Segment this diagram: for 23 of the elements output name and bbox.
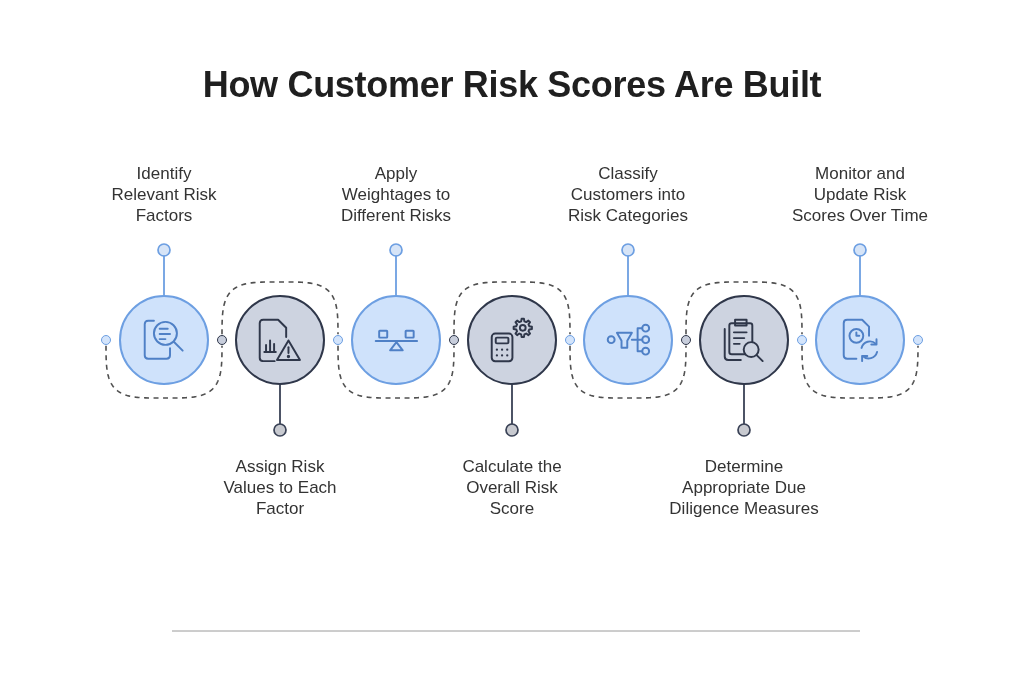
timeline-dot bbox=[217, 335, 227, 345]
step-label: Assign Risk Values to Each Factor bbox=[222, 456, 338, 519]
timeline-dot bbox=[101, 335, 111, 345]
step-label: Classify Customers into Risk Categories bbox=[567, 163, 689, 226]
dashed-connector bbox=[801, 345, 919, 399]
step-label: Identify Relevant Risk Factors bbox=[111, 163, 217, 226]
title: How Customer Risk Scores Are Built bbox=[202, 64, 822, 106]
dashed-connector bbox=[337, 345, 455, 399]
timeline-dot bbox=[565, 335, 575, 345]
timeline-dot bbox=[681, 335, 691, 345]
dashed-connector bbox=[453, 281, 571, 335]
timeline-dot bbox=[913, 335, 923, 345]
dashed-connector bbox=[685, 281, 803, 335]
step-label: Monitor and Update Risk Scores Over Time bbox=[791, 163, 929, 226]
timeline-dot bbox=[797, 335, 807, 345]
timeline-dot bbox=[449, 335, 459, 345]
dashed-connector bbox=[105, 345, 223, 399]
dashed-connector bbox=[221, 281, 339, 335]
dashed-connector bbox=[569, 345, 687, 399]
step-label: Calculate the Overall Risk Score bbox=[461, 456, 563, 519]
step-label: Apply Weightages to Different Risks bbox=[340, 163, 452, 226]
step-label: Determine Appropriate Due Diligence Measures bbox=[668, 456, 820, 519]
timeline-dot bbox=[333, 335, 343, 345]
